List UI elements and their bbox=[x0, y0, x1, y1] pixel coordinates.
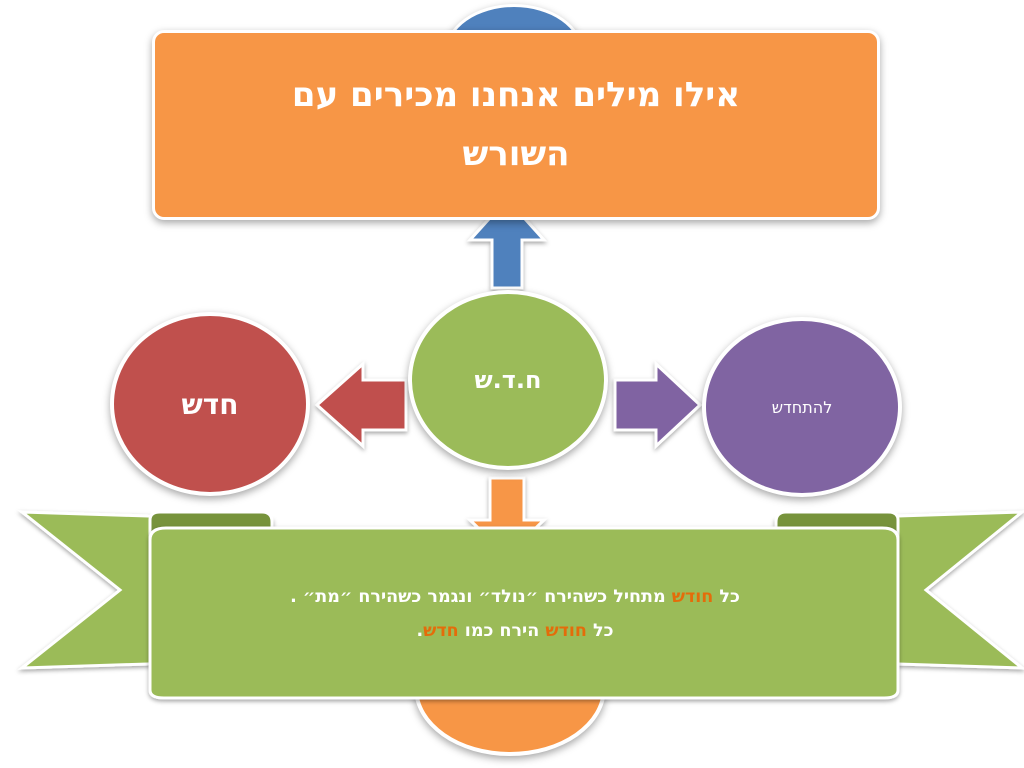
line2-highlight-1: חודש bbox=[545, 621, 587, 642]
line1-suffix: מתחיל כשהירח ״נולד״ ונגמר כשהירח ״מת״ . bbox=[290, 587, 672, 607]
root-label: ח.ד.ש bbox=[474, 366, 542, 394]
word-circle-left: חדש bbox=[110, 312, 310, 496]
title-box: אילו מילים אנחנו מכירים עם השורש bbox=[152, 30, 880, 220]
line2-suffix: . bbox=[416, 621, 424, 642]
left-arrow bbox=[314, 360, 408, 450]
line1-highlight: חודש bbox=[671, 587, 714, 607]
line1-prefix: כל bbox=[713, 587, 740, 607]
title-text: אילו מילים אנחנו מכירים עם השורש bbox=[291, 74, 741, 175]
banner-line-1: כל חודש מתחיל כשהירח ״נולד״ ונגמר כשהירח… bbox=[175, 580, 855, 614]
line2-middle: הירח כמו bbox=[458, 621, 546, 642]
banner-text: כל חודש מתחיל כשהירח ״נולד״ ונגמר כשהירח… bbox=[175, 580, 855, 680]
banner-line-2: כל חודש הירח כמו חדש. bbox=[175, 614, 855, 648]
banner-body bbox=[148, 526, 900, 700]
word-right-label: להתחדש bbox=[771, 397, 833, 417]
word-left-label: חדש bbox=[181, 387, 239, 421]
word-circle-right: להתחדש bbox=[702, 317, 902, 497]
right-arrow bbox=[613, 360, 703, 450]
root-circle: ח.ד.ש bbox=[408, 290, 608, 470]
line2-prefix: כל bbox=[586, 621, 614, 642]
line2-highlight-2: חדש bbox=[423, 621, 459, 642]
